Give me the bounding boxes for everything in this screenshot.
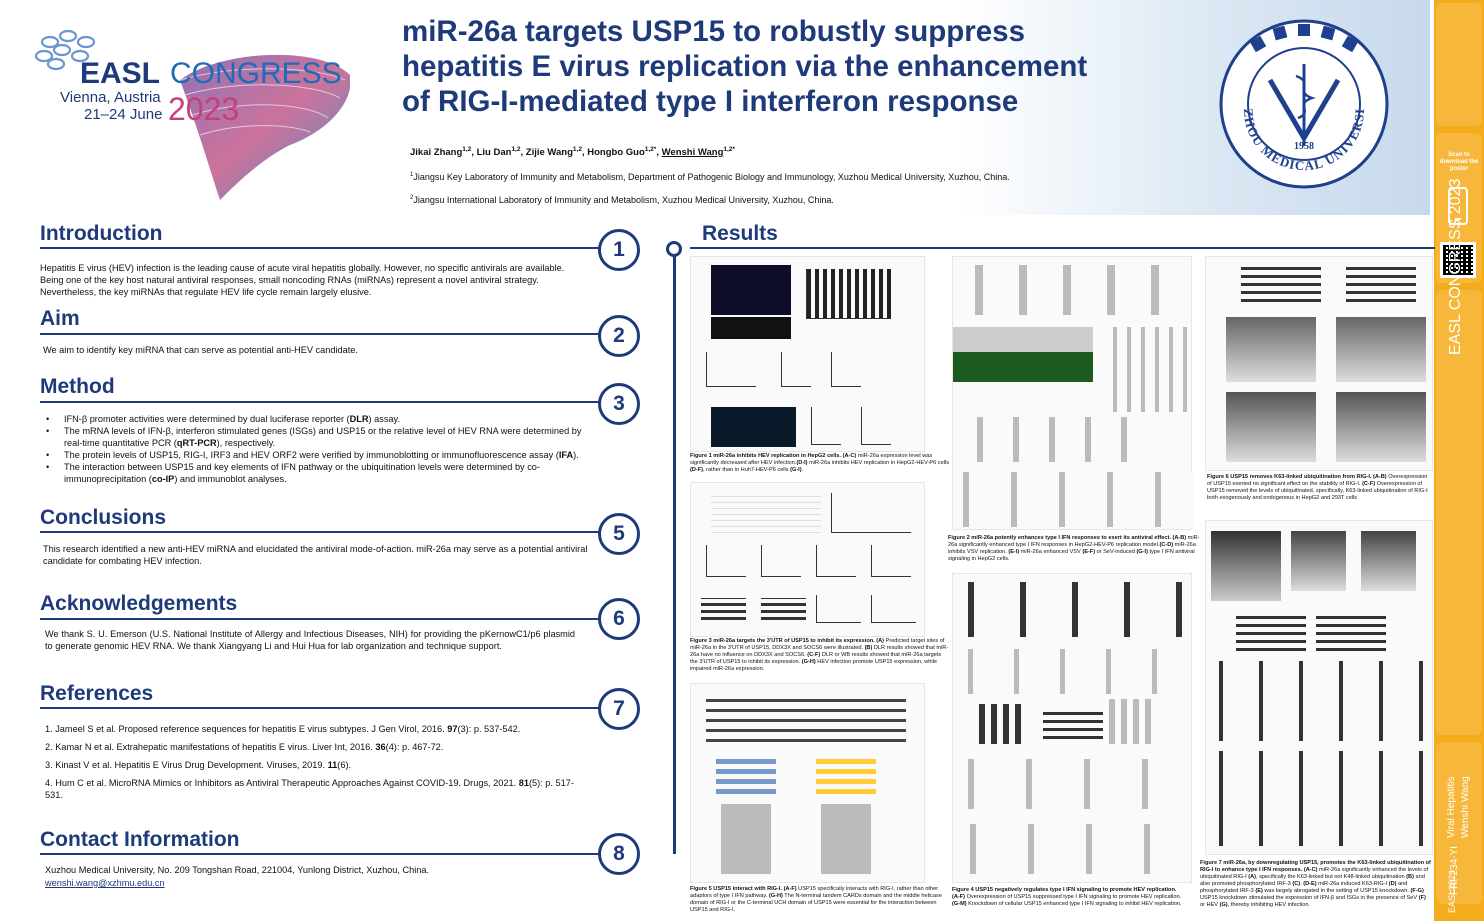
section-number-badge: 2: [598, 315, 640, 357]
contact-email-wrap: wenshi.wang@xzhmu.edu.cn: [45, 877, 165, 889]
acknowledgements-heading: Acknowledgements: [40, 592, 238, 615]
easl-congress-logo: EASL CONGRESS Vienna, Austria 21–24 June…: [34, 29, 350, 200]
results-rule: [690, 247, 1435, 249]
figure-6-image: [1205, 256, 1433, 471]
figure-7-image: [1205, 520, 1433, 855]
intro-rule: [40, 247, 600, 249]
side-code: FRI-234-YI: [1449, 846, 1460, 895]
timeline-line: [673, 250, 676, 854]
aim-rule: [40, 333, 600, 335]
contact-email-link[interactable]: wenshi.wang@xzhmu.edu.cn: [45, 878, 165, 888]
logo-text: EASL CONGRESS Vienna, Austria 21–24 June…: [60, 57, 342, 127]
results-heading: Results: [702, 222, 778, 245]
method-item: The interaction between USP15 and key el…: [42, 461, 602, 485]
section-number-badge: 8: [598, 833, 640, 875]
section-number-badge: 6: [598, 598, 640, 640]
author-sup: 1,2*: [723, 146, 735, 153]
affiliation-text: Jiangsu International Laboratory of Immu…: [413, 195, 834, 205]
logo-location: Vienna, Austria: [60, 89, 161, 106]
references-rule: [40, 707, 600, 709]
figure-2-caption: Figure 2 miR-26a potently enhances type …: [948, 535, 1200, 562]
figure-5-caption: Figure 5 USP15 interact with RIG-I. (A-F…: [690, 886, 942, 913]
conclusions-text: This research identified a new anti-HEV …: [43, 544, 588, 566]
scan-label: Scan to download the poster: [1439, 152, 1479, 172]
affiliation-1: 1Jiangsu Key Laboratory of Immunity and …: [410, 172, 1010, 182]
author-sup: 1,2: [572, 146, 582, 153]
author-sup: 1,2*: [644, 146, 657, 153]
section-number-badge: 3: [598, 383, 640, 425]
strip-card-top: [1436, 3, 1482, 126]
author-sup: 1,2: [511, 146, 521, 153]
affiliation-sup: 1: [410, 172, 414, 178]
author-list: Jikai Zhang1,2, Liu Dan1,2, Zijie Wang1,…: [410, 146, 735, 159]
acknowledgements-text: We thank S. U. Emerson (U.S. National In…: [45, 629, 575, 651]
figure-1-caption: Figure 1 miR-26a inhibits HEV replicatio…: [690, 453, 949, 473]
aim-text: We aim to identify key miRNA that can se…: [43, 345, 358, 355]
phone-icon: [1448, 187, 1468, 225]
reference-item: 2. Kamar N et al. Extrahepatic manifesta…: [45, 742, 444, 752]
figure-5-image: [690, 683, 925, 883]
side-topic: Viral Hepatitis: [1446, 776, 1457, 838]
figure-1-image: [690, 256, 925, 452]
method-item: The protein levels of USP15, RIG-I, IRF3…: [42, 449, 602, 461]
university-seal: XUZHOU MEDICAL UNIVERSITY 1958: [1218, 18, 1389, 189]
affiliation-2: 2Jiangsu International Laboratory of Imm…: [410, 195, 834, 205]
author-name: Wenshi Wang: [661, 147, 724, 159]
strip-card-info: [1436, 742, 1482, 904]
author-name: Liu Dan: [476, 147, 512, 159]
references-heading: References: [40, 682, 154, 705]
contact-heading: Contact Information: [40, 828, 240, 851]
introduction-heading: Introduction: [40, 222, 163, 245]
side-congress: EASL CONGRESS 2023: [1447, 178, 1464, 355]
figure-3-image: [690, 482, 925, 637]
logo-year: 2023: [168, 91, 239, 127]
method-item: The mRNA levels of IFN-β, interferon sti…: [42, 425, 602, 449]
figure-6-caption: Figure 6 USP15 removes K63-linked ubiqui…: [1207, 474, 1428, 501]
title-line: miR-26a targets USP15 to robustly suppre…: [402, 15, 1025, 48]
figure-3-caption: Figure 3 miR-26a targets the 3'UTR of US…: [690, 638, 949, 672]
figure-7-caption: Figure 7 miR-26a, by downregulating USP1…: [1200, 860, 1431, 908]
reference-item: 4. Hum C et al. MicroRNA Mimics or Inhib…: [45, 778, 574, 800]
title-line: hepatitis E virus replication via the en…: [402, 50, 1088, 83]
section-number-badge: 5: [598, 513, 640, 555]
contact-rule: [40, 853, 600, 855]
qr-code[interactable]: [1440, 242, 1476, 278]
reference-item: 3. Kinast V et al. Hepatitis E Virus Dru…: [45, 760, 352, 770]
author-name: Jikai Zhang: [410, 147, 463, 159]
references-list: 1. Jameel S et al. Proposed reference se…: [45, 723, 590, 807]
method-rule: [40, 401, 600, 403]
section-number-badge: 7: [598, 688, 640, 730]
results-timeline-dot: [666, 241, 682, 257]
seal-year: 1958: [1294, 141, 1314, 152]
conclusions-heading: Conclusions: [40, 506, 167, 529]
reference-item: 1. Jameel S et al. Proposed reference se…: [45, 724, 521, 734]
author-sup: 1,2: [462, 146, 472, 153]
side-strip: [1434, 0, 1484, 921]
logo-dates: 21–24 June: [84, 106, 162, 123]
acknowledgements-rule: [40, 618, 600, 620]
author-name: Zijie Wang: [525, 147, 573, 159]
method-heading: Method: [40, 375, 115, 398]
poster-title: miR-26a targets USP15 to robustly suppre…: [402, 14, 1202, 119]
figure-2-image: [952, 256, 1193, 530]
strip-card-congress: [1436, 290, 1482, 735]
author-name: Hongbo Guo: [587, 147, 645, 159]
section-number-badge: 1: [598, 229, 640, 271]
affiliation-sup: 2: [410, 195, 414, 201]
affiliation-text: Jiangsu Key Laboratory of Immunity and M…: [413, 172, 1010, 182]
title-line: of RIG-I-mediated type I interferon resp…: [402, 85, 1019, 118]
figure-4-caption: Figure 4 USP15 negatively regulates type…: [952, 887, 1182, 907]
conclusions-rule: [40, 531, 600, 533]
method-list: IFN-β promoter activities were determine…: [42, 413, 602, 485]
aim-heading: Aim: [40, 307, 80, 330]
figure-4-image: [952, 573, 1192, 883]
logo-event: CONGRESS: [170, 57, 342, 90]
introduction-text: Hepatitis E virus (HEV) infection is the…: [40, 263, 565, 297]
logo-brand: EASL: [80, 57, 160, 90]
method-item: IFN-β promoter activities were determine…: [42, 413, 602, 425]
contact-address: Xuzhou Medical University, No. 209 Tongs…: [45, 865, 430, 875]
side-presenter: Wenshi Wang: [1460, 776, 1471, 838]
